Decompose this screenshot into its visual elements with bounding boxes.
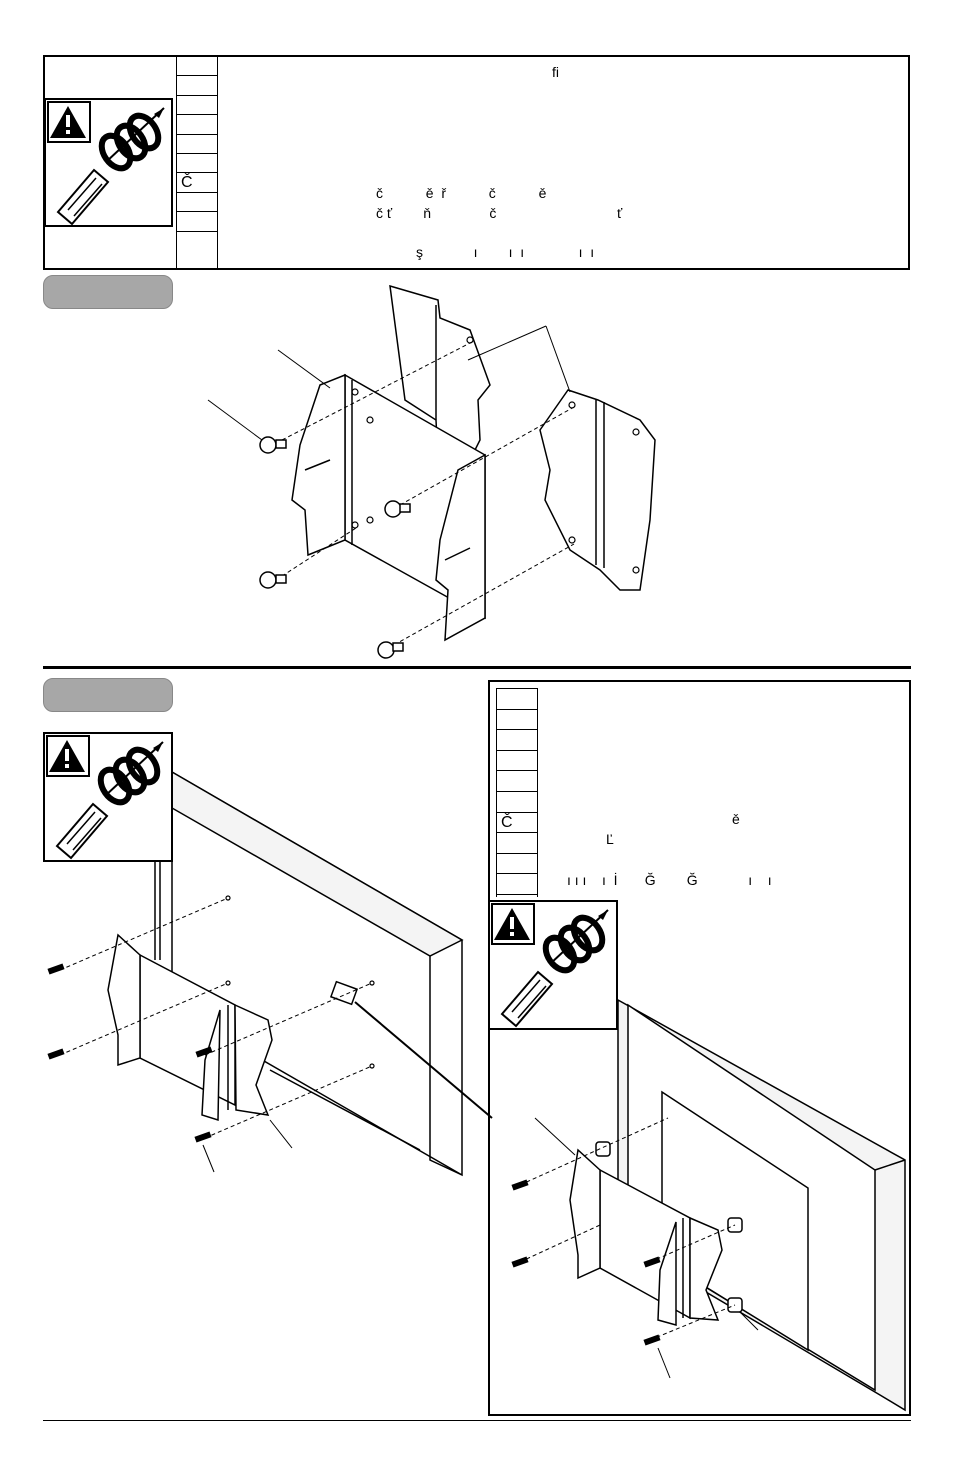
lang-cell [497, 792, 537, 813]
right-language-column: Č [496, 688, 538, 897]
lang-cell [497, 874, 537, 895]
right-text-line: Ľ [606, 831, 614, 847]
top-language-column: Č [176, 57, 218, 268]
screwdriver-icon [491, 903, 609, 1028]
lang-cell [497, 771, 537, 792]
lang-cell [497, 854, 537, 875]
lang-cell [497, 751, 537, 772]
top-text-line: ş ı ı ı ı ı [416, 244, 595, 260]
right-warning-box [488, 900, 618, 1030]
lang-cell [177, 154, 217, 174]
step-2-label [43, 678, 173, 712]
step-1-label [43, 275, 173, 309]
bottom-rule [43, 1420, 911, 1421]
top-warning-box [44, 98, 173, 227]
lang-cell: Č [497, 813, 537, 834]
lang-cell [177, 57, 217, 77]
lang-cell [177, 135, 217, 154]
lang-cell: Č [177, 173, 217, 193]
lang-cell [497, 689, 537, 710]
section-divider [43, 666, 911, 669]
screwdriver-icon [46, 735, 164, 860]
right-text-line: ı ı ı ı İ Ğ Ğ ı ı [567, 872, 772, 888]
step1-bracket-diagram [207, 284, 656, 659]
top-text-line: č ě ř č ě [376, 185, 547, 201]
screwdriver-icon [47, 101, 165, 226]
right-instruction-box: Č [488, 680, 911, 1416]
lang-cell [177, 76, 217, 96]
right-text-line: ě [732, 811, 740, 827]
top-text-line: fi [552, 64, 559, 80]
lang-cell [497, 833, 537, 854]
lang-cell [177, 96, 217, 116]
lang-cell [177, 193, 217, 213]
step2-warning-box [43, 732, 173, 862]
lang-cell [177, 212, 217, 232]
lang-cell [497, 730, 537, 751]
top-text-line: č ť ň č ť [376, 205, 623, 221]
lang-cell [497, 710, 537, 731]
lang-cell [177, 115, 217, 135]
